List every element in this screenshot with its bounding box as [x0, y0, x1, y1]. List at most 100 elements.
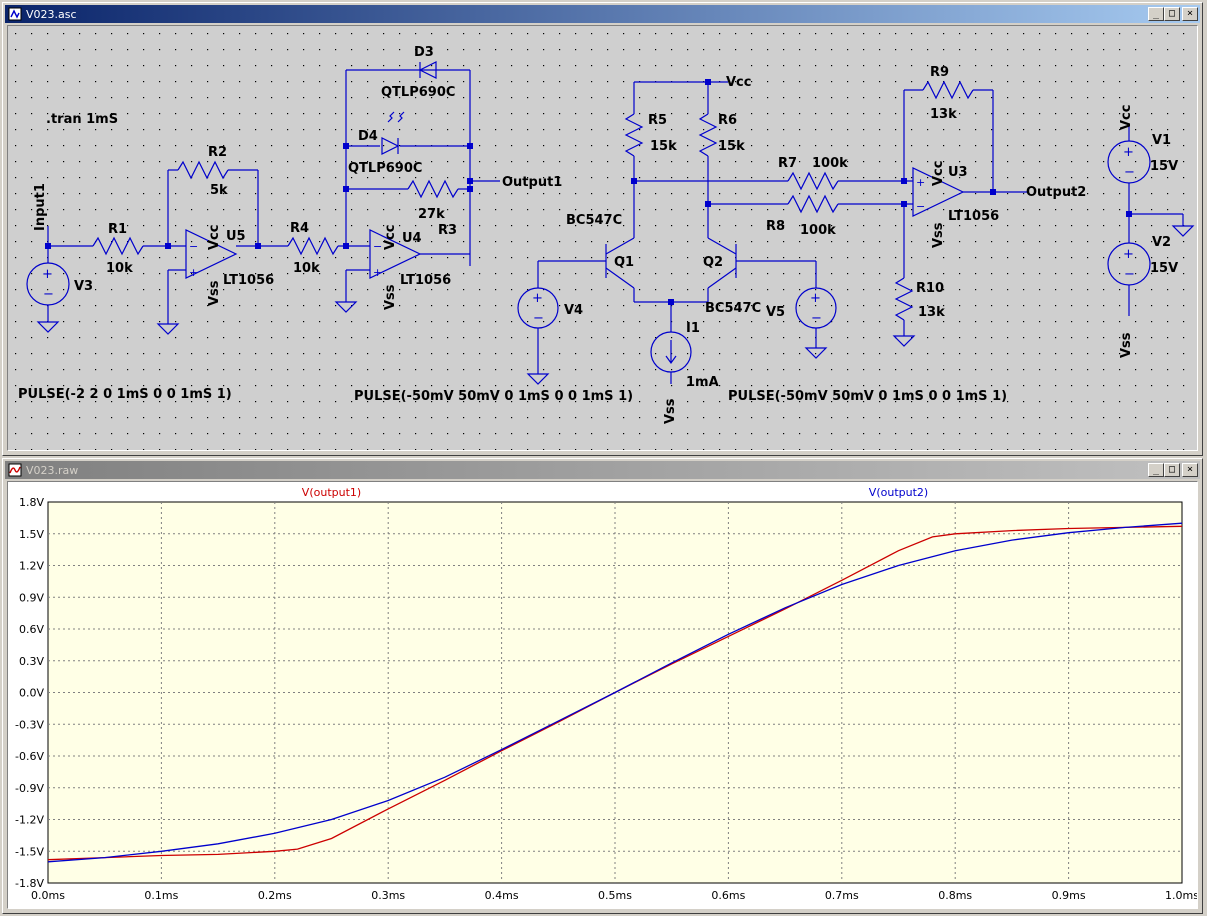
label-q1: Q1	[614, 255, 634, 270]
opamp-u5[interactable]	[185, 229, 238, 279]
x-tick-label: 0.4ms	[485, 889, 519, 902]
resistor-r8[interactable]	[787, 194, 839, 214]
legend-entry-2[interactable]: V(output2)	[869, 486, 928, 499]
net-vcc-u5: Vcc	[207, 225, 222, 250]
resistor-r7[interactable]	[787, 171, 839, 191]
y-tick-label: -1.8V	[15, 877, 44, 890]
svg-text:+: +	[373, 266, 382, 279]
schematic-icon	[8, 7, 22, 21]
series-line-2[interactable]	[47, 522, 1183, 863]
value-r6[interactable]: 15k	[718, 139, 745, 154]
net-vcc-v1: Vcc	[1119, 105, 1134, 130]
model-d3[interactable]: QTLP690C	[381, 85, 455, 100]
model-u4[interactable]: LT1056	[400, 273, 451, 288]
directive-tran[interactable]: .tran 1mS	[46, 112, 118, 127]
label-v2: V2	[1152, 235, 1171, 250]
value-v2[interactable]: 15V	[1150, 261, 1178, 276]
resistor-r5[interactable]	[624, 113, 644, 157]
y-tick-label: -0.3V	[15, 718, 44, 731]
transistor-q2	[707, 237, 737, 255]
resistor-r9[interactable]	[922, 80, 974, 100]
legend-entry-1[interactable]: V(output1)	[302, 486, 361, 499]
x-tick-label: 0.6ms	[711, 889, 745, 902]
value-r8[interactable]: 100k	[800, 223, 836, 238]
close-button[interactable]: ×	[1182, 463, 1198, 477]
value-r9[interactable]: 13k	[930, 107, 957, 122]
value-r3[interactable]: 27k	[418, 207, 445, 222]
model-u5[interactable]: LT1056	[223, 273, 274, 288]
pulse-v5[interactable]: PULSE(-50mV 50mV 0 1mS 0 0 1mS 1)	[728, 389, 1007, 404]
model-d4[interactable]: QTLP690C	[348, 161, 422, 176]
ground-symbol	[1171, 225, 1195, 237]
light-arrow-icon	[387, 111, 405, 123]
svg-text:+: +	[810, 291, 821, 306]
close-button[interactable]: ×	[1182, 7, 1198, 21]
model-q1[interactable]: BC547C	[566, 213, 622, 228]
value-r10[interactable]: 13k	[918, 305, 945, 320]
value-r2[interactable]: 5k	[210, 183, 228, 198]
net-output2[interactable]: Output2	[1026, 185, 1086, 200]
resistor-r10[interactable]	[894, 277, 914, 321]
schematic-canvas[interactable]: +− +− +− +− +− −+ −+ +− .tran 1mS Input1…	[7, 25, 1198, 451]
waveform-title: V023.raw	[26, 463, 79, 477]
svg-text:+: +	[189, 266, 198, 279]
maximize-button[interactable]: □	[1164, 463, 1180, 477]
net-vcc: Vcc	[726, 75, 751, 90]
ground-symbol	[892, 335, 916, 347]
svg-text:−: −	[1124, 267, 1135, 282]
y-tick-label: -0.9V	[15, 782, 44, 795]
minimize-button[interactable]: _	[1148, 7, 1164, 21]
value-r4[interactable]: 10k	[293, 261, 320, 276]
y-tick-label: -0.6V	[15, 750, 44, 763]
label-r2: R2	[208, 145, 227, 160]
model-q2[interactable]: BC547C	[705, 301, 761, 316]
label-u3: U3	[948, 165, 968, 180]
value-r1[interactable]: 10k	[106, 261, 133, 276]
schematic-titlebar[interactable]: V023.asc _ □ ×	[5, 5, 1200, 23]
model-u3[interactable]: LT1056	[948, 209, 999, 224]
grid	[48, 502, 1182, 883]
value-v1[interactable]: 15V	[1150, 159, 1178, 174]
schematic-drawing[interactable]: +− +− +− +− +− −+ −+ +− .tran 1mS Input1…	[8, 26, 1198, 451]
value-r7[interactable]: 100k	[812, 156, 848, 171]
y-tick-label: 1.2V	[19, 560, 44, 573]
value-i1[interactable]: 1mA	[686, 375, 719, 390]
pulse-v3[interactable]: PULSE(-2 2 0 1mS 0 0 1mS 1)	[18, 387, 232, 402]
resistor-r6[interactable]	[698, 113, 718, 157]
resistor-r3[interactable]	[407, 179, 459, 199]
net-output1[interactable]: Output1	[502, 175, 562, 190]
waveform-titlebar[interactable]: V023.raw _ □ ×	[5, 461, 1200, 479]
arrow-down-icon	[665, 340, 677, 365]
label-r8: R8	[766, 219, 785, 234]
net-vss-i1: Vss	[663, 398, 678, 424]
y-tick-label: 1.8V	[19, 496, 44, 509]
net-vss-v2: Vss	[1119, 332, 1134, 358]
schematic-window[interactable]: V023.asc _ □ ×	[2, 2, 1203, 456]
resistor-r2[interactable]	[177, 160, 229, 180]
label-u5: U5	[226, 229, 246, 244]
label-r7: R7	[778, 156, 797, 171]
label-r10: R10	[916, 281, 944, 296]
resistor-r4[interactable]	[287, 236, 339, 256]
traces[interactable]	[47, 522, 1183, 863]
opamp-u3[interactable]	[912, 167, 965, 217]
svg-text:−: −	[916, 200, 925, 213]
diode-d4[interactable]	[381, 137, 400, 155]
y-tick-label: 1.5V	[19, 528, 44, 541]
maximize-button[interactable]: □	[1164, 7, 1180, 21]
ground-symbol	[334, 301, 358, 313]
value-r5[interactable]: 15k	[650, 139, 677, 154]
svg-text:−: −	[1124, 165, 1135, 180]
net-vcc-u4: Vcc	[383, 225, 398, 250]
svg-text:−: −	[533, 311, 544, 326]
minimize-button[interactable]: _	[1148, 463, 1164, 477]
svg-text:+: +	[1123, 247, 1134, 262]
waveform-chart[interactable]: 1.8V1.5V1.2V0.9V0.6V0.3V0.0V-0.3V-0.6V-0…	[8, 482, 1198, 909]
legend[interactable]: V(output1) V(output2)	[302, 486, 928, 499]
resistor-r1[interactable]	[92, 236, 144, 256]
diode-d3[interactable]	[418, 61, 437, 79]
opamp-u4[interactable]	[369, 229, 422, 279]
pulse-v4[interactable]: PULSE(-50mV 50mV 0 1mS 0 0 1mS 1)	[354, 389, 633, 404]
